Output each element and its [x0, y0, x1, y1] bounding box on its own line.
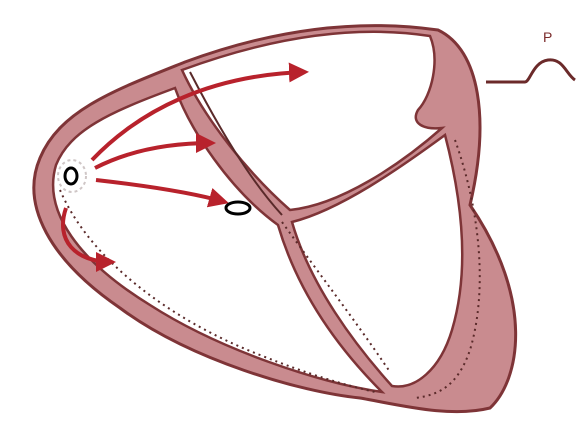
sinoatrial-node: [58, 160, 86, 192]
ecg-p-wave-trace: [486, 60, 575, 82]
ecg-p-wave-label: P: [543, 29, 552, 45]
atrioventricular-node: [226, 202, 250, 214]
